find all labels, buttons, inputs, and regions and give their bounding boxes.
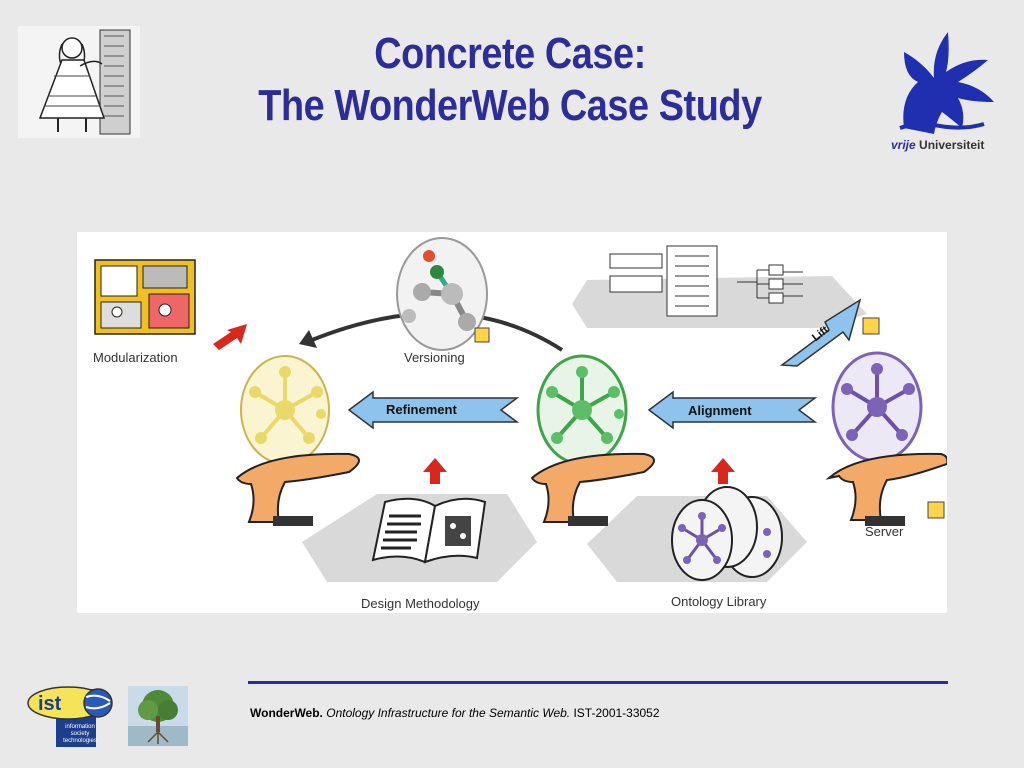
label-server: Server (865, 524, 904, 539)
ist-caption-line-1: information (65, 724, 95, 730)
versioning-arrowhead (299, 330, 317, 348)
tree-image (128, 686, 188, 746)
green-ontology (536, 354, 628, 466)
ist-caption-line-2: society (70, 731, 90, 737)
versioning-molecule (396, 237, 488, 351)
alignment-arrow-shape (647, 390, 818, 430)
vu-griffin-logo (899, 32, 994, 134)
ontology-documents (609, 245, 803, 317)
page-title: Concrete Case: The WonderWeb Case Study (200, 28, 819, 132)
footer-text: WonderWeb. Ontology Infrastructure for t… (250, 706, 660, 720)
refinement-arrow-label: Refinement (386, 402, 457, 417)
title-line-2: The WonderWeb Case Study (258, 81, 762, 130)
footer-project: WonderWeb. (250, 706, 323, 720)
yellow-ontology (240, 355, 330, 465)
ist-logo-text: ist (38, 693, 62, 715)
modularization-icon (94, 259, 196, 335)
vu-wordmark-name: Universiteit (919, 138, 985, 152)
label-modularization: Modularization (93, 350, 178, 365)
label-design-methodology: Design Methodology (361, 596, 480, 611)
alice-illustration (18, 26, 140, 138)
lift-search-icon (862, 317, 880, 335)
lift-arrow-shape (779, 298, 862, 367)
title-line-1: Concrete Case: (374, 29, 646, 78)
footer-divider (248, 681, 948, 684)
ist-caption-line-3: technologies (63, 738, 97, 744)
ontology-library-icon (671, 486, 783, 581)
alignment-arrow-label: Alignment (688, 403, 752, 418)
library-red-arrow (711, 458, 735, 484)
label-versioning: Versioning (404, 350, 465, 365)
footer-tagline: Ontology Infrastructure for the Semantic… (326, 706, 571, 720)
modularization-red-arrow (213, 324, 247, 350)
server-search-icon (927, 501, 945, 519)
hand-left (235, 452, 360, 526)
design-red-arrow (423, 458, 447, 484)
vu-wordmark-italic: vrije (891, 138, 916, 152)
vu-wordmark: vrije Universiteit (891, 138, 984, 152)
versioning-search-icon (474, 327, 490, 343)
purple-ontology (831, 351, 923, 463)
design-book-icon (371, 497, 487, 564)
ist-logo (27, 686, 113, 747)
ist-caption: information society technologies (60, 724, 100, 745)
diagram-graphics (94, 237, 947, 582)
refinement-arrow-shape (347, 390, 520, 430)
wonderweb-diagram: Modularization Versioning Design Methodo… (77, 232, 947, 613)
footer-code: IST-2001-33052 (573, 706, 660, 720)
label-ontology-library: Ontology Library (671, 594, 767, 609)
hand-right (825, 452, 947, 526)
hand-middle (530, 452, 655, 526)
